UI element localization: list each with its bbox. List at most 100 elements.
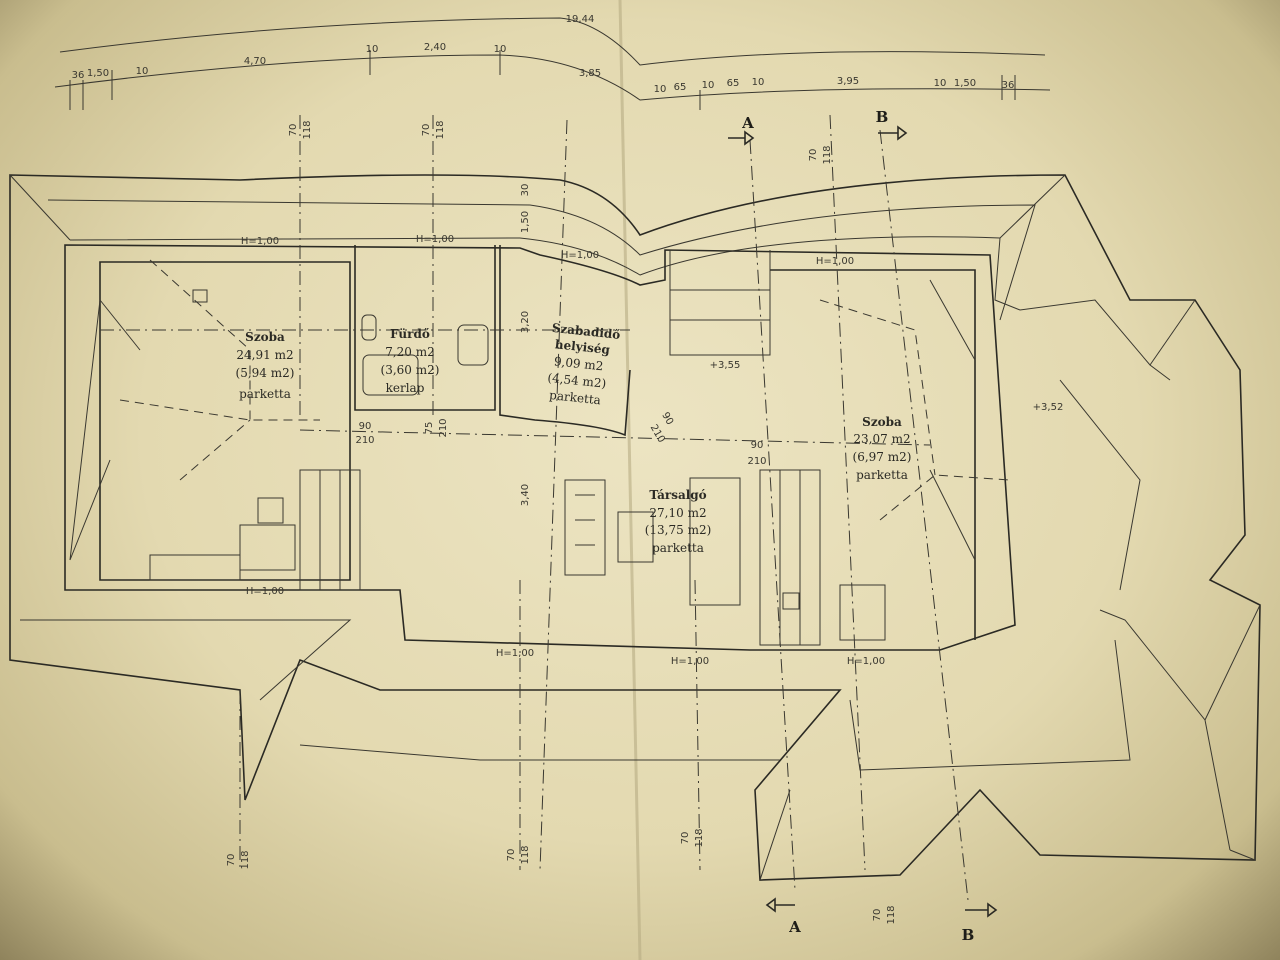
plan-label: 70 (226, 854, 237, 867)
parapet-height: H=1,00 (496, 648, 534, 659)
plan-label: 118 (435, 120, 446, 139)
section-a-label-top: A (741, 114, 754, 132)
section-markers: A B A B (728, 108, 998, 944)
desk-icon (839, 584, 886, 641)
dim: 1,50 (954, 78, 976, 89)
plan-label: 90 (751, 440, 764, 451)
plan-label: 70 (680, 832, 691, 845)
dim: 10 (136, 66, 149, 77)
dim: 3,95 (837, 76, 859, 87)
level-stair: +3,55 (710, 360, 741, 371)
parapet-height: H=1,00 (561, 250, 599, 261)
page-fold (618, 0, 642, 960)
plan-label: 118 (302, 120, 313, 139)
plan-label: 30 (520, 184, 531, 197)
plan-label: 210 (747, 456, 766, 467)
plan-label: 118 (520, 845, 531, 864)
dim: 10 (934, 78, 947, 89)
shower-icon (457, 324, 489, 366)
section-b-label-top: B (876, 108, 889, 126)
walls (64, 114, 1016, 901)
plan-label: Fürdő (390, 327, 430, 341)
plan-label: 210 (438, 418, 449, 437)
parapet-height: H=1,00 (847, 656, 885, 667)
plan-label: 70 (506, 849, 517, 862)
plan-label: 118 (886, 905, 897, 924)
parapet-height: H=1,00 (246, 586, 284, 597)
plan-label: 70 (808, 149, 819, 162)
bathtub-icon (362, 354, 419, 396)
plan-label: 90 (659, 410, 675, 427)
plan-label: 3,40 (520, 484, 531, 506)
plan-label: 23,07 m2 (853, 432, 910, 446)
plan-label: 9,09 m2 (553, 354, 604, 373)
dim: 65 (727, 78, 740, 89)
plan-label: 27,10 m2 (649, 506, 706, 520)
dim: 3,85 (579, 68, 601, 79)
parapet-height: H=1,00 (416, 234, 454, 245)
plan-label: (4,54 m2) (547, 371, 607, 391)
dimension-lines: 19,44 36 1,50 10 4,70 10 2,40 10 3,85 10… (54, 14, 1051, 110)
chimney-icon (192, 289, 208, 303)
parapet-height: H=1,00 (816, 256, 854, 267)
toilet-icon (361, 314, 377, 341)
plan-label: 118 (240, 850, 251, 869)
plan-label: parketta (652, 541, 704, 555)
level-right: +3,52 (1033, 402, 1064, 413)
section-b-label-bottom: B (962, 926, 975, 944)
dim: 10 (366, 44, 379, 55)
room-label-tarsalgo: Társalgó 27,10 m2 (13,75 m2) parketta (645, 488, 712, 555)
plan-label: (6,97 m2) (853, 450, 912, 464)
table-icon (617, 511, 654, 563)
plan-label: (3,60 m2) (381, 363, 440, 377)
plan-label: 7,20 m2 (385, 345, 435, 359)
room-label-szoba-right: Szoba 23,07 m2 (6,97 m2) parketta (853, 415, 912, 482)
plan-label: 118 (822, 145, 833, 164)
dim-total: 19,44 (566, 14, 595, 25)
plan-label: helyiség (554, 337, 611, 357)
plan-label: (5,94 m2) (236, 366, 295, 380)
dim: 36 (1002, 80, 1015, 91)
plan-label: 70 (872, 909, 883, 922)
sofa-icon (564, 479, 606, 576)
parapet-height: H=1,00 (671, 656, 709, 667)
room-label-szoba-left: Szoba 24,91 m2 (5,94 m2) parketta (236, 330, 295, 401)
plan-label: parketta (856, 468, 908, 482)
dim: 10 (702, 80, 715, 91)
chimney-icon (782, 592, 800, 610)
plan-label: 210 (355, 435, 374, 446)
plan-label: (13,75 m2) (645, 523, 712, 537)
plan-label: 3,20 (520, 311, 531, 333)
plan-label: 75 (424, 422, 435, 435)
parapet-height: H=1,00 (241, 236, 279, 247)
plan-label: 70 (288, 124, 299, 137)
desk-icon (239, 524, 296, 571)
plan-label: Társalgó (649, 488, 706, 502)
dim: 2,40 (424, 42, 446, 53)
dim: 4,70 (244, 56, 266, 67)
plan-label: kerlap (386, 381, 425, 395)
chair-icon (257, 497, 284, 524)
plan-label: 24,91 m2 (236, 348, 293, 362)
dim: 10 (752, 77, 765, 88)
dim: 36 (72, 70, 85, 81)
room-label-szabadido: Szabadidő helyiség 9,09 m2 (4,54 m2) par… (547, 321, 621, 407)
plan-label: 1,50 (520, 211, 531, 233)
plan-label: 210 (648, 423, 667, 445)
roof-outline (9, 174, 1261, 881)
plan-label: Szoba (245, 330, 285, 344)
dim: 65 (674, 82, 687, 93)
plan-label: parketta (549, 388, 602, 407)
section-a-label-bottom: A (788, 918, 801, 936)
dim: 1,50 (87, 68, 109, 79)
sofa-icon (689, 477, 741, 606)
room-label-furdo: Fürdő 7,20 m2 (3,60 m2) kerlap (381, 327, 440, 395)
dim: 10 (494, 44, 507, 55)
dim: 10 (654, 84, 667, 95)
bed-icon (149, 554, 241, 581)
plan-label: 90 (359, 421, 372, 432)
plan-label: 118 (694, 828, 705, 847)
plan-label: Szoba (862, 415, 902, 429)
